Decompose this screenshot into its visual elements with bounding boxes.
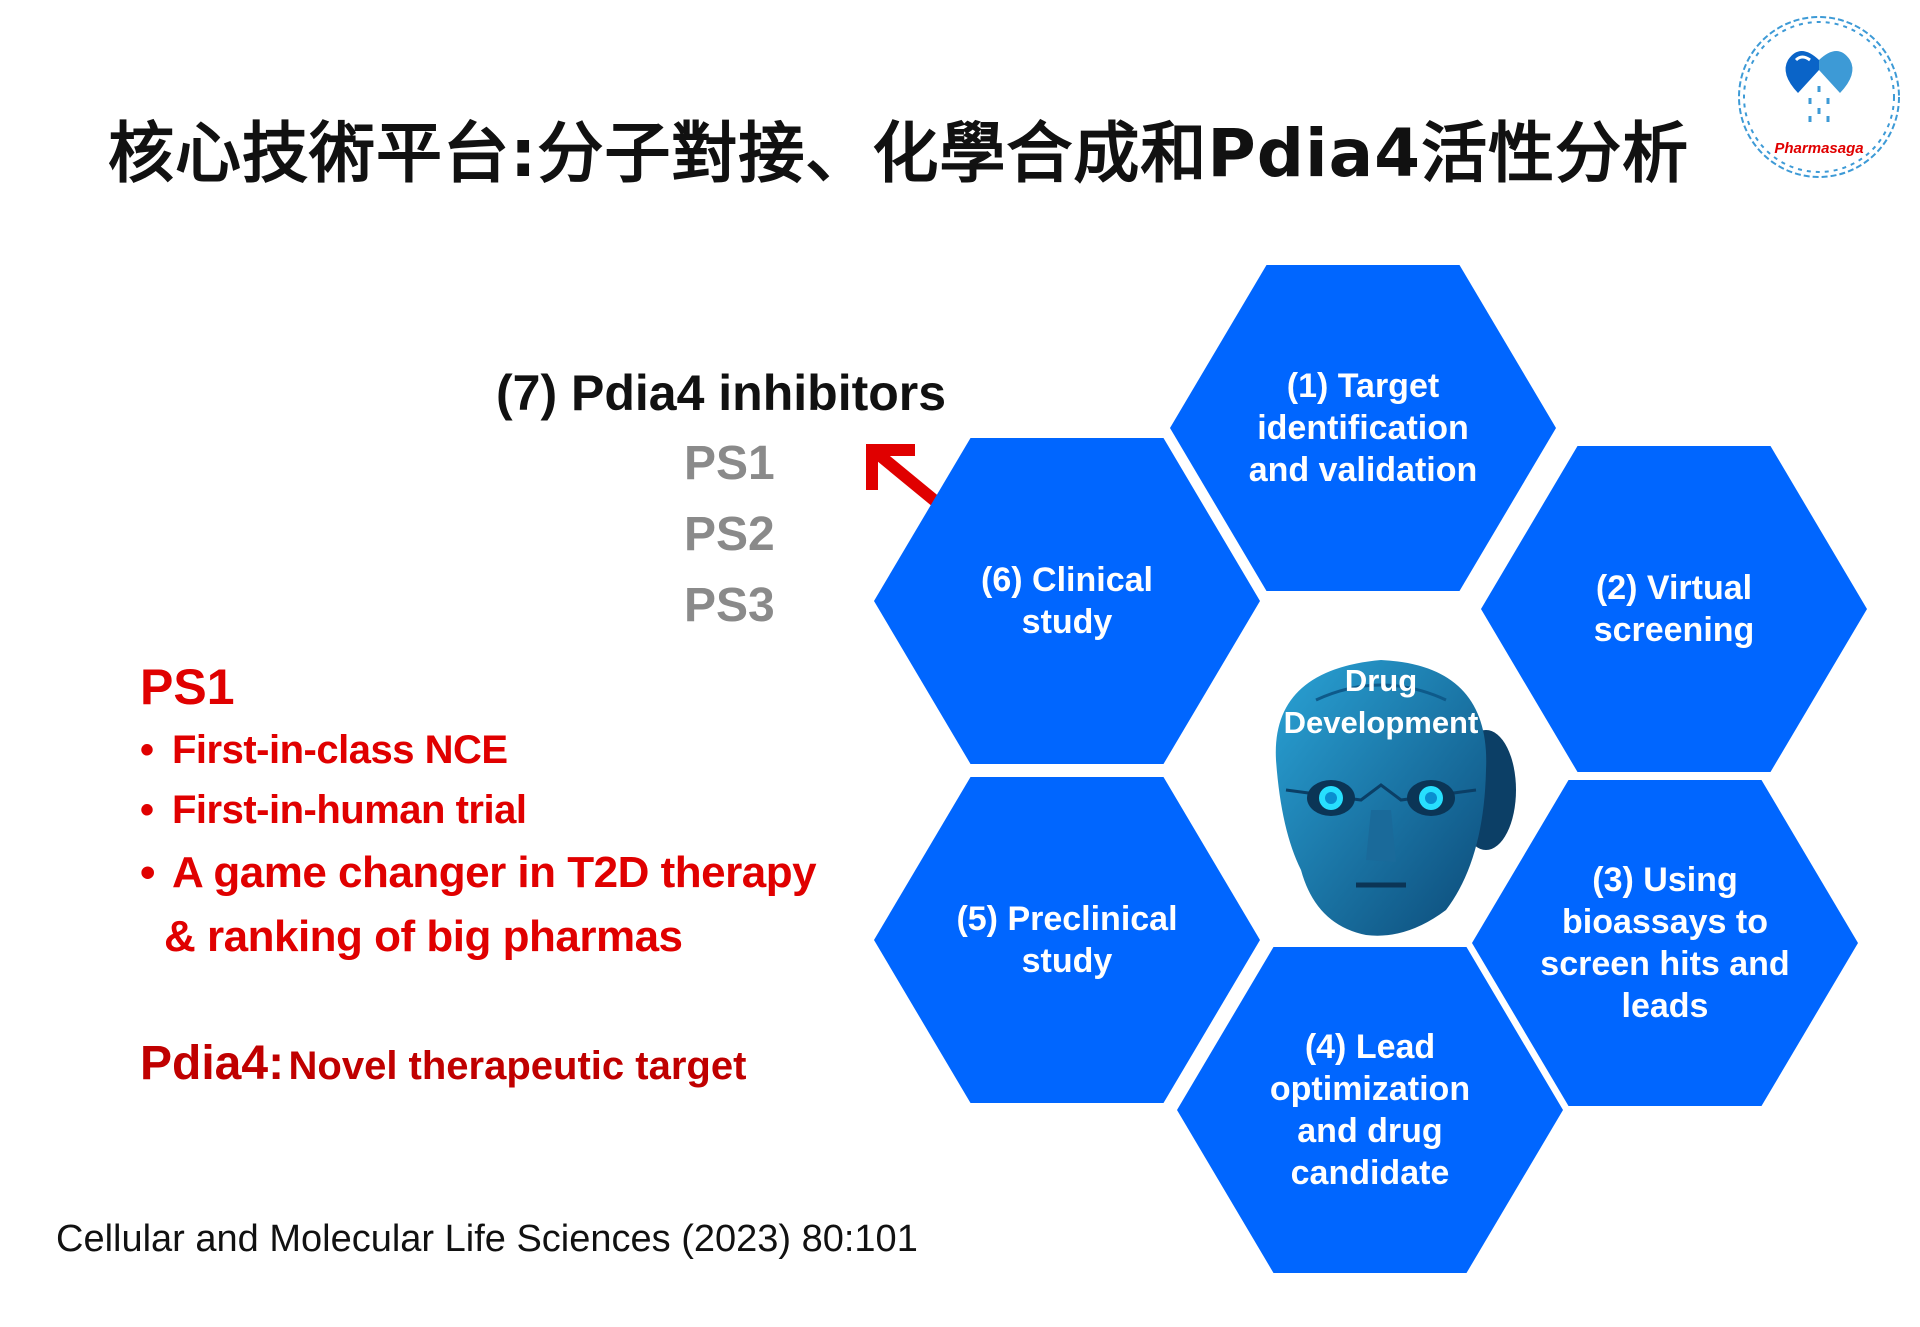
- pharmasaga-logo: Pharmasaga: [1738, 16, 1900, 178]
- compound-ps3: PS3: [684, 579, 775, 632]
- target-statement: Pdia4: Novel therapeutic target: [140, 1036, 746, 1091]
- compound-ps2: PS2: [684, 508, 775, 561]
- ps1-bullet-continuation: & ranking of big pharmas: [164, 912, 683, 961]
- step-4-hex: (4) Lead optimization and drug candidate: [1177, 947, 1563, 1273]
- compound-ps1: PS1: [684, 437, 775, 490]
- ps1-bullet: •First-in-class NCE: [140, 728, 508, 772]
- red-arrow-icon: [866, 444, 944, 510]
- svg-text:Pharmasaga: Pharmasaga: [1774, 140, 1863, 157]
- step-3-hex: (3) Using bioassays to screen hits and l…: [1472, 780, 1858, 1106]
- step-1-hex: (1) Target identification and validation: [1170, 265, 1556, 591]
- ps1-bullet: •A game changer in T2D therapy: [140, 848, 817, 897]
- ps1-bullet: •First-in-human trial: [140, 788, 527, 832]
- citation: Cellular and Molecular Life Sciences (20…: [56, 1218, 918, 1260]
- slide-title: 核心技術平台:分子對接、化學合成和Pdia4活性分析: [108, 115, 1690, 192]
- robot-head-image: [1275, 660, 1516, 936]
- inhibitors-heading: (7) Pdia4 inhibitors: [496, 365, 947, 421]
- step-2-hex: (2) Virtual screening: [1481, 446, 1867, 772]
- target-key: Pdia4:: [140, 1037, 285, 1090]
- ps1-heading: PS1: [140, 659, 235, 715]
- target-value: Novel therapeutic target: [288, 1044, 747, 1088]
- step-5-hex: (5) Preclinical study: [874, 777, 1260, 1103]
- center-label: Drug Development: [1283, 663, 1479, 740]
